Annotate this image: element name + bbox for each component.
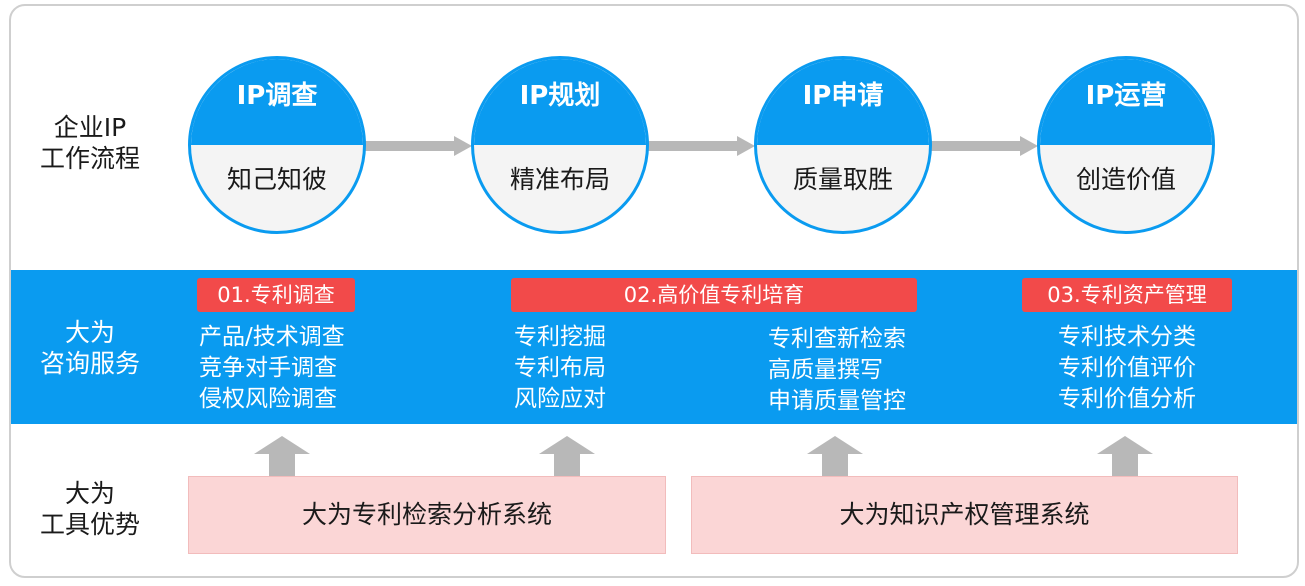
tools-label-line-1: 大为 — [64, 479, 115, 508]
stage-ip-planning: IP规划 精准布局 — [471, 56, 649, 234]
stage-title: IP规划 — [519, 81, 601, 111]
service-item: 专利查新检索 — [768, 326, 906, 352]
service-item: 产品/技术调查 — [199, 324, 345, 350]
arrow-up-4 — [1097, 436, 1153, 476]
service-label-line-1: 大为 — [64, 318, 115, 347]
tools-row-label: 大为 工具优势 — [20, 478, 160, 540]
stage-title: IP运营 — [1085, 81, 1167, 111]
stage-title: IP申请 — [802, 81, 884, 111]
tag-high-value-patent: 02.高价值专利培育 — [511, 278, 917, 312]
arrow-right-2 — [647, 136, 755, 156]
service-item: 专利布局 — [514, 355, 606, 381]
arrow-up-1 — [254, 436, 310, 476]
arrow-right-1 — [364, 136, 472, 156]
tool-ip-management-system: 大为知识产权管理系统 — [691, 476, 1238, 554]
service-item: 风险应对 — [514, 386, 606, 412]
arrow-right-3 — [930, 136, 1038, 156]
service-item: 申请质量管控 — [768, 388, 906, 414]
service-list-survey: 产品/技术调查 竞争对手调查 侵权风险调查 — [199, 322, 345, 415]
tools-label-line-2: 工具优势 — [39, 510, 140, 539]
service-list-cultivation-a: 专利挖掘 专利布局 风险应对 — [514, 322, 606, 415]
service-item: 专利技术分类 — [1058, 324, 1196, 350]
tag-patent-asset-management: 03.专利资产管理 — [1022, 278, 1232, 312]
stage-ip-survey: IP调查 知己知彼 — [188, 56, 366, 234]
service-row-label: 大为 咨询服务 — [20, 317, 160, 379]
stage-subtitle: 质量取胜 — [792, 165, 893, 194]
service-item: 竞争对手调查 — [199, 355, 337, 381]
service-list-asset: 专利技术分类 专利价值评价 专利价值分析 — [1058, 322, 1196, 415]
stage-title: IP调查 — [236, 81, 318, 111]
tool-patent-search-system: 大为专利检索分析系统 — [188, 476, 666, 554]
service-item: 专利价值评价 — [1058, 355, 1196, 381]
workflow-label-line-2: 工作流程 — [39, 144, 140, 173]
stage-subtitle: 创造价值 — [1075, 165, 1176, 194]
stage-ip-application: IP申请 质量取胜 — [754, 56, 932, 234]
stage-ip-operation: IP运营 创造价值 — [1037, 56, 1215, 234]
workflow-label-line-1: 企业IP — [53, 113, 127, 142]
stage-subtitle: 知己知彼 — [226, 165, 327, 194]
arrow-up-2 — [539, 436, 595, 476]
service-label-line-2: 咨询服务 — [39, 349, 140, 378]
service-item: 侵权风险调查 — [199, 386, 337, 412]
tag-patent-survey: 01.专利调查 — [197, 278, 355, 312]
stage-subtitle: 精准布局 — [509, 165, 610, 194]
service-list-cultivation-b: 专利查新检索 高质量撰写 申请质量管控 — [768, 324, 906, 417]
service-item: 专利价值分析 — [1058, 386, 1196, 412]
arrow-up-3 — [807, 436, 863, 476]
workflow-row-label: 企业IP 工作流程 — [20, 112, 160, 174]
service-item: 专利挖掘 — [514, 324, 606, 350]
service-item: 高质量撰写 — [768, 357, 883, 383]
